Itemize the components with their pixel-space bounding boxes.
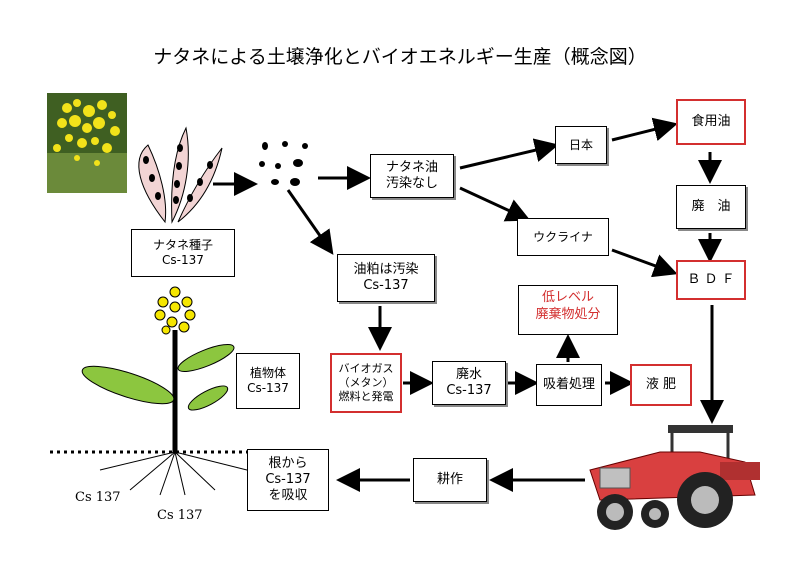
edible-oil-box: 食用油	[676, 99, 746, 145]
rapeseed-photo	[47, 93, 127, 193]
roots	[99, 451, 256, 496]
seeds	[259, 141, 308, 186]
oil-clean-box: ナタネ油 汚染なし	[370, 154, 454, 198]
diagram-title: ナタネによる土壌浄化とバイオエネルギー生産（概念図）	[153, 46, 647, 68]
biogas-box: バイオガス （メタン） 燃料と発電	[330, 353, 402, 413]
waste-water-box: 廃水 Cs-137	[432, 361, 506, 405]
roots-absorb-box: 根から Cs-137 を吸収	[247, 449, 329, 511]
tillage-box: 耕作	[413, 458, 487, 502]
bdf-box: Ｂ Ｄ Ｆ	[676, 260, 746, 300]
soil-cs-label-center: Cs 137	[157, 508, 203, 523]
meal-box: 油粕は汚染 Cs-137	[337, 254, 435, 302]
ukraine-box: ウクライナ	[517, 218, 609, 256]
tractor	[589, 425, 760, 530]
seed-box: ナタネ種子 Cs-137	[131, 229, 235, 277]
flow-arrows	[213, 117, 724, 492]
liquid-fertilizer-box: 液 肥	[630, 364, 692, 406]
waste-oil-box: 廃 油	[676, 185, 746, 229]
plant-body-box: 植物体 Cs-137	[236, 353, 300, 409]
japan-box: 日本	[555, 126, 607, 164]
soil-cs-label-left: Cs 137	[75, 490, 121, 505]
rapeseed-plant	[81, 286, 235, 452]
adsorption-box: 吸着処理	[536, 364, 602, 406]
low-level-waste-label: 低レベル 廃棄物処分	[518, 285, 618, 335]
